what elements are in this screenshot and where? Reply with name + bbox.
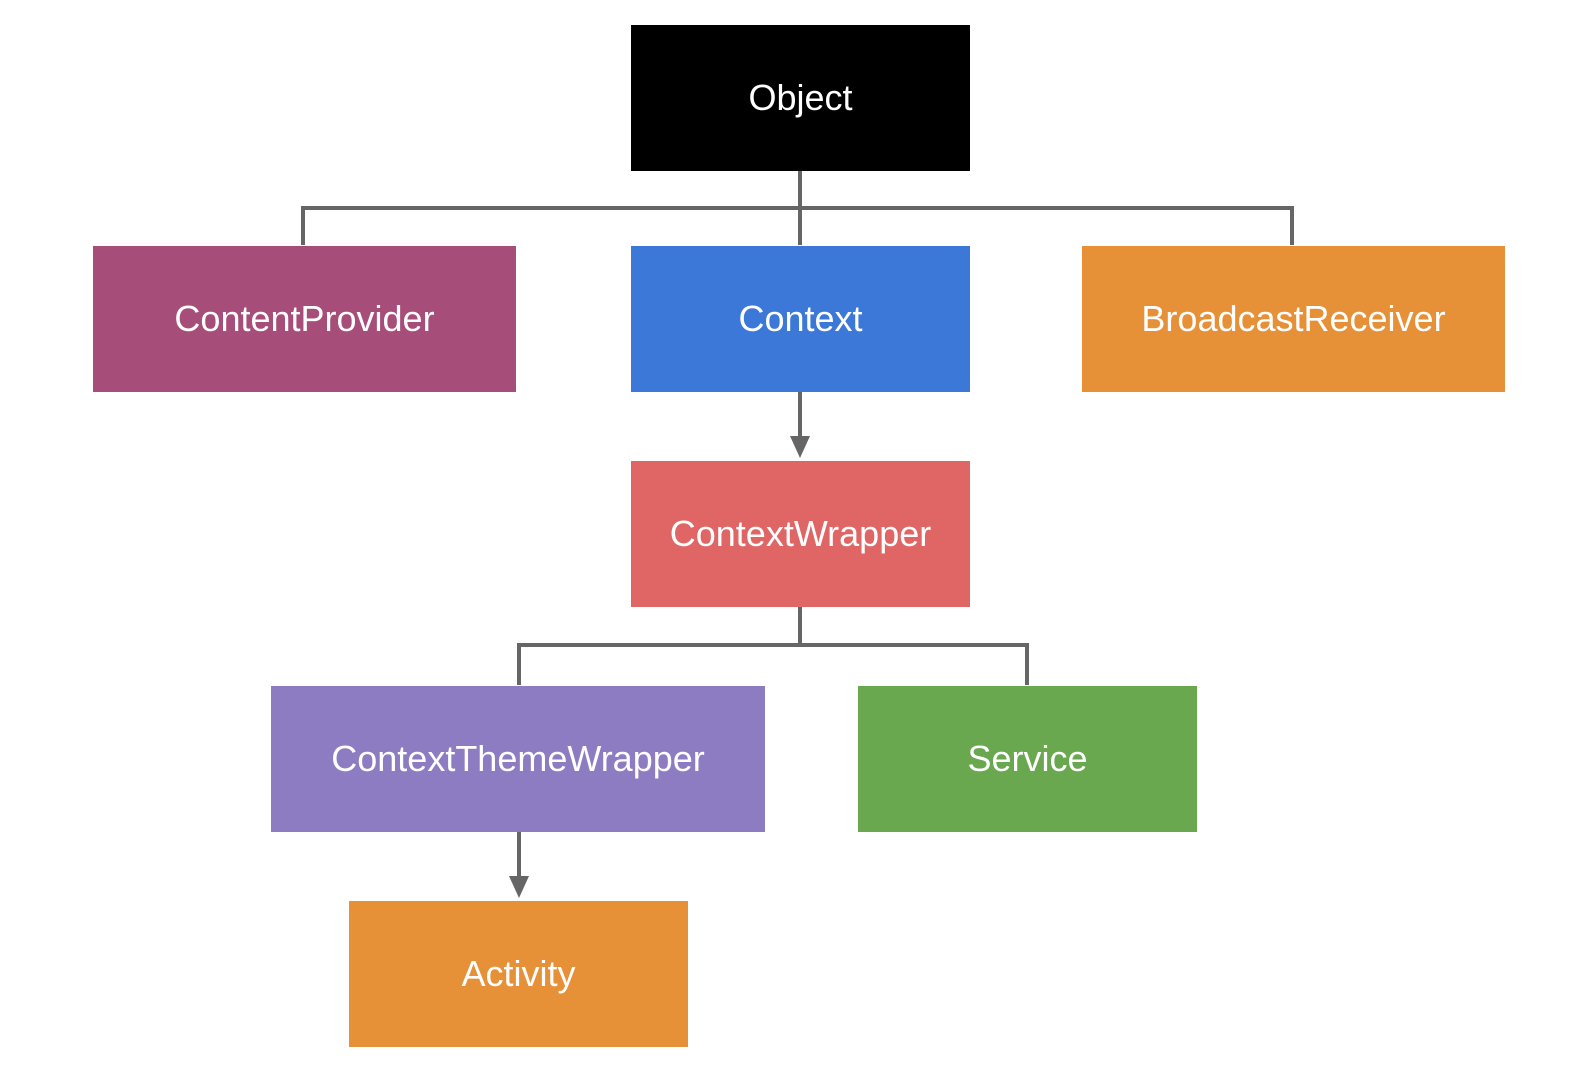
- node-content-provider-label: ContentProvider: [174, 298, 435, 339]
- node-broadcast-receiver: BroadcastReceiver: [1082, 246, 1505, 392]
- node-broadcast-receiver-label: BroadcastReceiver: [1141, 298, 1446, 339]
- node-context-theme-wrapper-label: ContextThemeWrapper: [331, 738, 705, 779]
- arrowhead-activity: [509, 876, 529, 898]
- node-context: Context: [631, 246, 970, 392]
- node-service: Service: [858, 686, 1197, 832]
- arrowhead-context-wrapper: [790, 436, 810, 458]
- node-activity-label: Activity: [461, 953, 576, 994]
- node-object: Object: [631, 25, 970, 171]
- node-context-wrapper: ContextWrapper: [631, 461, 970, 607]
- connector-context-wrapper-children: [517, 607, 1029, 685]
- node-object-label: Object: [748, 77, 853, 118]
- node-context-theme-wrapper: ContextThemeWrapper: [271, 686, 765, 832]
- node-activity: Activity: [349, 901, 688, 1047]
- node-content-provider: ContentProvider: [93, 246, 516, 392]
- connector-object-children: [301, 170, 1294, 245]
- node-context-wrapper-label: ContextWrapper: [669, 513, 932, 554]
- node-context-label: Context: [738, 298, 863, 339]
- node-service-label: Service: [967, 738, 1088, 779]
